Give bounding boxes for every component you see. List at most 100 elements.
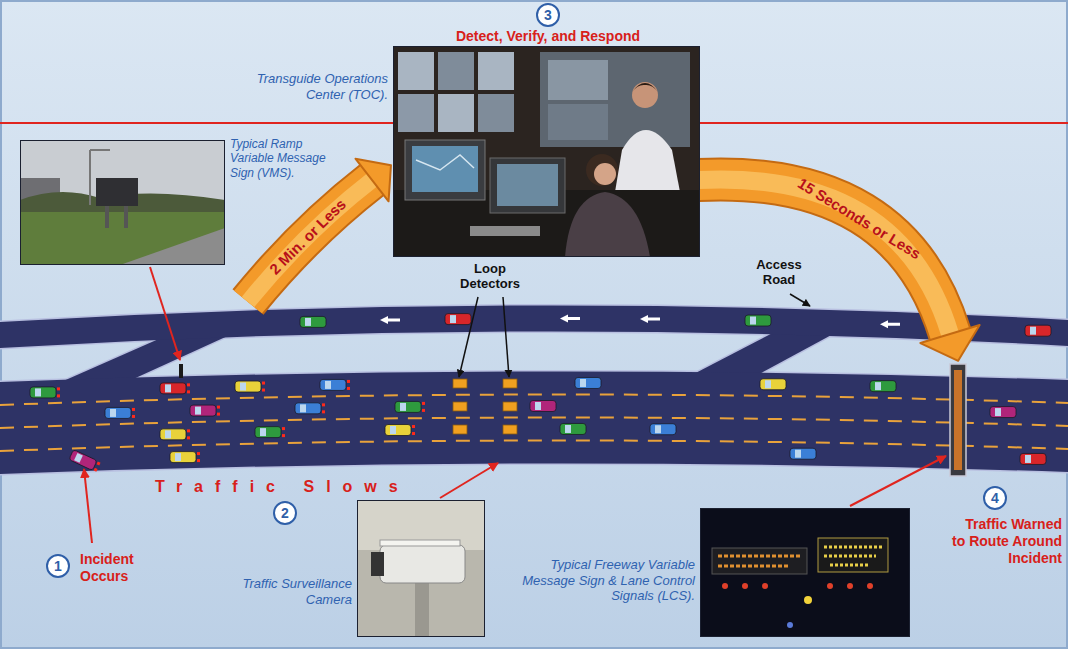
car <box>170 452 196 463</box>
car <box>69 450 97 471</box>
leader-line <box>150 267 180 360</box>
time-label: 15 Seconds or Less <box>794 175 923 263</box>
toc-photo <box>548 104 608 140</box>
car <box>320 379 350 390</box>
freeway-sign-photo <box>847 583 853 589</box>
car <box>422 409 425 412</box>
ramp-sign-post <box>179 364 183 378</box>
car <box>395 401 425 412</box>
car <box>255 427 281 438</box>
car <box>760 379 786 390</box>
car <box>105 407 131 418</box>
toc-photo <box>632 82 658 108</box>
loop-detector <box>453 425 467 434</box>
step-heading: Traffic Slows <box>155 477 455 496</box>
time-arrow <box>248 180 372 302</box>
loop-detector <box>453 379 517 434</box>
car <box>262 382 265 385</box>
caption-area: Typical Freeway Variable Message Sign & … <box>519 557 695 604</box>
toc-photo <box>632 83 658 92</box>
part-label: Access Road <box>750 258 808 288</box>
loop-detector <box>503 425 517 434</box>
car <box>197 452 200 455</box>
leader-line <box>503 297 509 377</box>
loop-detector <box>503 379 517 388</box>
car <box>1025 455 1031 463</box>
camera-photo <box>415 582 429 637</box>
photo-caption: Typical Ramp Variable Message Sign (VMS)… <box>230 137 330 180</box>
leader-line <box>440 463 498 498</box>
car <box>300 404 306 412</box>
road <box>0 371 1068 474</box>
label-area: Loop Detectors <box>452 262 528 292</box>
car <box>30 387 60 398</box>
freeway-sign-photo <box>718 555 800 558</box>
car <box>187 429 190 432</box>
photo-caption: Traffic Surveillance Camera <box>220 576 352 607</box>
road-arrow <box>560 314 580 322</box>
caption-area: Transguide Operations Center (TOC). <box>238 71 388 102</box>
car <box>160 429 186 440</box>
car <box>580 379 586 387</box>
toc-photo <box>416 155 474 170</box>
car <box>575 377 601 388</box>
step-number: 1 <box>54 559 62 573</box>
car <box>282 434 285 437</box>
car <box>295 403 325 414</box>
step-circle: 4 <box>983 486 1007 510</box>
ramp-photo <box>124 204 128 228</box>
car <box>300 316 326 327</box>
car <box>325 381 331 389</box>
toc-photo <box>478 94 514 132</box>
toc-photo <box>405 140 485 200</box>
car <box>160 429 190 440</box>
ramp-photo <box>20 212 225 265</box>
time-arrow <box>355 159 391 202</box>
toc-photo <box>548 60 608 100</box>
freeway-sign-photo <box>762 583 768 589</box>
caption-area: Traffic Surveillance Camera <box>220 576 352 607</box>
car <box>412 425 415 428</box>
label-area: Detect, Verify, and Respond <box>348 28 748 45</box>
camera-photo <box>357 500 485 637</box>
time-arrow <box>248 159 391 302</box>
road-arrow <box>880 320 900 328</box>
car <box>300 316 326 327</box>
toc-photo <box>393 46 700 257</box>
freeway-sign-photo <box>824 546 882 549</box>
freeway-sign-photo <box>700 508 910 637</box>
road <box>0 371 1068 474</box>
freeway-sign-photo <box>722 583 728 589</box>
step-circle: 3 <box>536 3 560 27</box>
car <box>217 413 220 416</box>
photo-panel: Traffic Surveillance Camera <box>357 500 485 637</box>
car <box>160 383 190 394</box>
camera-photo <box>371 552 384 576</box>
toc-photo <box>398 52 514 132</box>
car <box>195 407 201 415</box>
freeway-sign-photo <box>827 583 833 589</box>
road <box>0 305 1068 474</box>
car <box>400 403 406 411</box>
leader-line <box>850 456 946 506</box>
car <box>94 468 98 472</box>
freeway-sign-photo <box>742 583 748 589</box>
car <box>320 379 346 390</box>
car <box>565 425 571 433</box>
car <box>132 415 135 418</box>
caption-area: Typical Ramp Variable Message Sign (VMS)… <box>230 137 330 180</box>
car <box>132 408 135 411</box>
car <box>347 387 350 390</box>
car <box>422 402 425 405</box>
car <box>445 314 471 325</box>
car <box>650 424 676 435</box>
freeway-sign-photo <box>830 564 870 567</box>
toc-photo <box>438 52 474 90</box>
road-arrow <box>380 316 400 324</box>
ramp-photo <box>105 204 109 228</box>
leader-line <box>790 294 810 306</box>
car <box>240 383 246 391</box>
ramp-photo <box>96 178 138 206</box>
